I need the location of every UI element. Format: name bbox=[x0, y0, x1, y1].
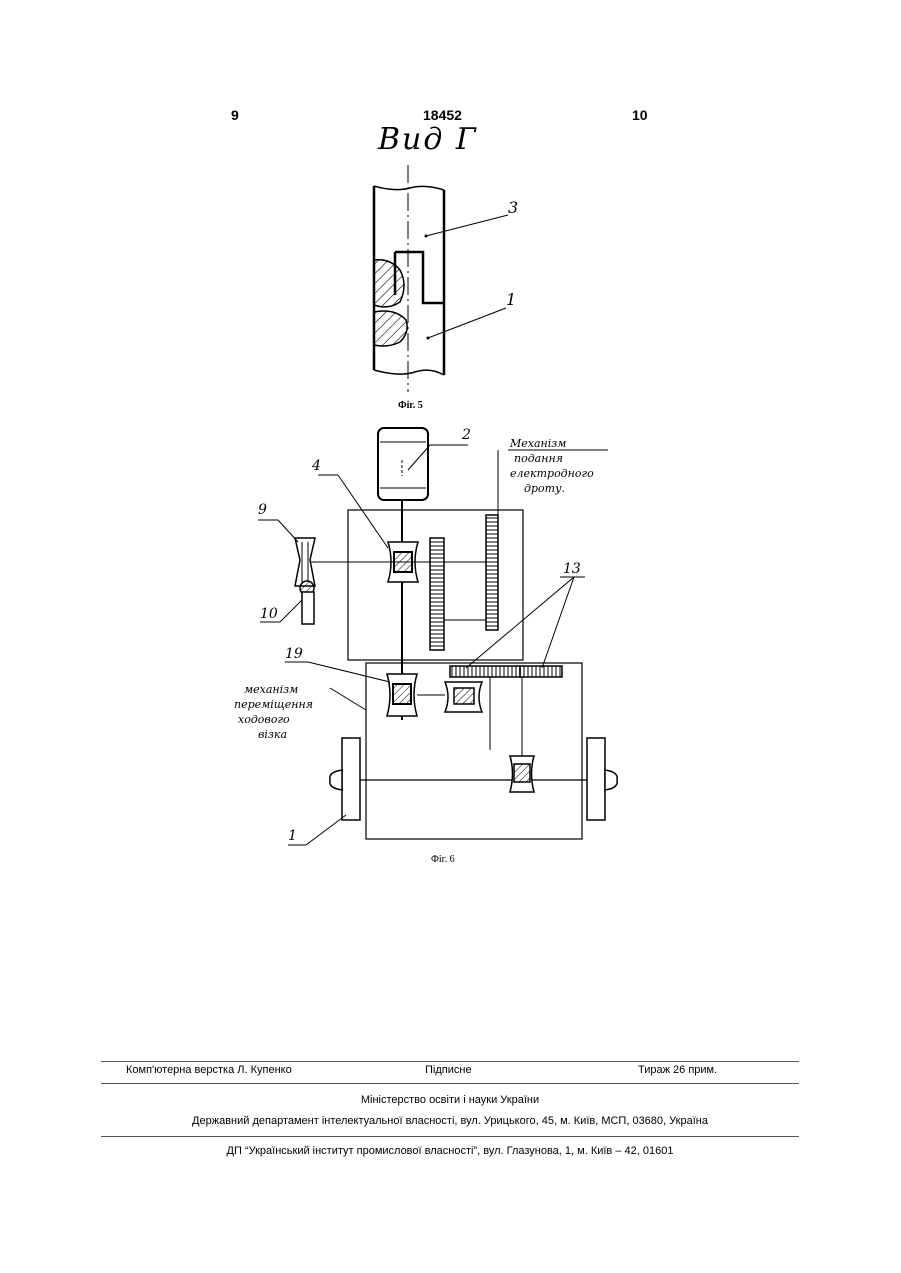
page-number-right: 10 bbox=[632, 107, 648, 123]
footer-signed: Підписне bbox=[425, 1064, 472, 1076]
page-number-left: 9 bbox=[231, 107, 239, 123]
figure-5-view-label: Вид Г bbox=[378, 122, 478, 157]
footer-institute: ДП “Український інститут промислової вла… bbox=[101, 1145, 799, 1157]
footer-rule-2 bbox=[101, 1083, 799, 1084]
figure-6-label-2: 2 bbox=[462, 427, 471, 443]
footer-rule-3 bbox=[101, 1136, 799, 1137]
footer-layout: Комп'ютерна верстка Л. Купенко bbox=[126, 1064, 292, 1076]
footer-department: Державний департамент інтелектуальної вл… bbox=[101, 1115, 799, 1127]
travel-mechanism-line-3: ходового bbox=[234, 712, 313, 727]
figure-5: Вид Г 3 1 bbox=[340, 120, 560, 420]
figure-5-label-3: 3 bbox=[508, 198, 518, 217]
feed-mechanism-label: Механізм подання електродного дроту. bbox=[510, 436, 594, 496]
footer-circulation: Тираж 26 прим. bbox=[638, 1064, 717, 1076]
travel-mechanism-line-2: переміщення bbox=[234, 697, 313, 712]
figure-5-label-1: 1 bbox=[506, 290, 516, 309]
travel-mechanism-line-4: візка bbox=[234, 727, 313, 742]
figure-6-label-1: 1 bbox=[288, 828, 297, 844]
feed-mechanism-line-4: дроту. bbox=[510, 481, 594, 496]
travel-mechanism-line-1: механізм bbox=[234, 682, 313, 697]
figure-6-label-19: 19 bbox=[285, 646, 303, 662]
feed-mechanism-line-1: Механізм bbox=[510, 436, 594, 451]
footer-ministry: Міністерство освіти і науки України bbox=[101, 1094, 799, 1106]
figure-6-label-13: 13 bbox=[563, 561, 581, 577]
figure-6-label-9: 9 bbox=[258, 502, 267, 518]
figure-6: 2 4 9 10 19 13 1 Механізм подання електр… bbox=[230, 420, 640, 860]
figure-5-caption: Фіг. 5 bbox=[398, 400, 423, 411]
figure-6-label-4: 4 bbox=[312, 458, 321, 474]
figure-6-caption: Фіг. 6 bbox=[431, 854, 455, 865]
figure-5-drawing bbox=[340, 120, 560, 420]
travel-mechanism-label: механізм переміщення ходового візка bbox=[234, 682, 313, 742]
footer-rule-1 bbox=[101, 1061, 799, 1062]
figure-6-label-10: 10 bbox=[260, 606, 278, 622]
feed-mechanism-line-3: електродного bbox=[510, 466, 594, 481]
feed-mechanism-line-2: подання bbox=[510, 451, 594, 466]
